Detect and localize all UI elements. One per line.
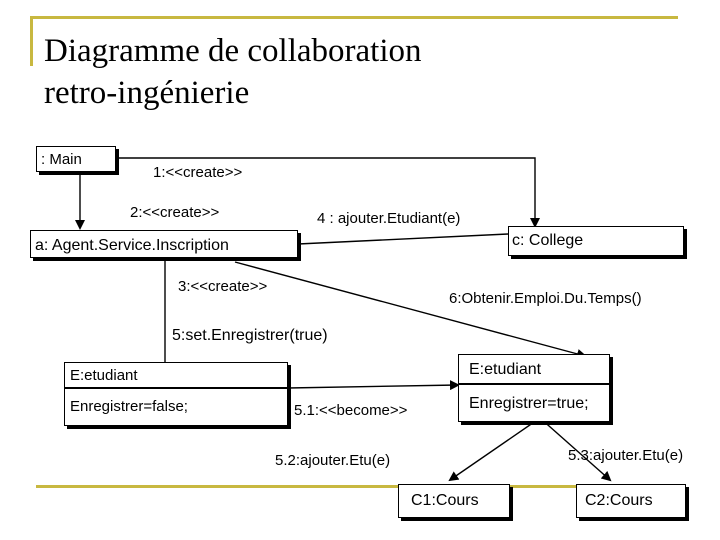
message-3-create: 3:<<create>> [178, 278, 268, 295]
message-2-create: 2:<<create>> [130, 204, 220, 221]
object-cours2: C2:Cours [576, 484, 686, 518]
link-become [287, 380, 460, 391]
object-etudiant-right-name: E:etudiant [469, 361, 542, 378]
object-cours1-label: C1:Cours [411, 492, 479, 509]
message-4-ajouter-etudiant: 4 : ajouter.Etudiant(e) [317, 210, 461, 227]
object-etudiant-left: E:etudiant [64, 362, 288, 388]
object-college: c: College [508, 226, 684, 256]
link-agent-college [297, 233, 509, 245]
frame-left-border [30, 16, 33, 66]
message-5-set-enregistrer: 5:set.Enregistrer(true) [172, 327, 328, 344]
object-main-label: : Main [41, 151, 82, 168]
frame-top-border [30, 16, 678, 19]
link-to-cours2 [539, 417, 612, 482]
object-etudiant-left-name: E:etudiant [70, 367, 138, 384]
link-college-etudiant-right [234, 261, 587, 359]
message-1-create: 1:<<create>> [153, 164, 243, 181]
title-line-1: Diagramme de collaboration [44, 33, 422, 69]
message-5-3-ajouter-etu: 5.3:ajouter.Etu(e) [568, 447, 684, 464]
object-etudiant-left-attr: Enregistrer=false; [70, 398, 188, 415]
object-agent-service-inscription: a: Agent.Service.Inscription [30, 230, 298, 258]
link-to-cours1 [448, 417, 541, 482]
object-cours2-label: C2:Cours [585, 492, 653, 509]
object-etudiant-right: E:etudiant [458, 354, 610, 384]
object-etudiant-right-attr: Enregistrer=true; [469, 395, 589, 412]
slide-title: Diagramme de collaboration retro-ingénie… [44, 30, 422, 114]
object-cours1: C1:Cours [398, 484, 510, 518]
message-5-2-ajouter-etu: 5.2:ajouter.Etu(e) [275, 452, 391, 469]
object-college-label: c: College [512, 232, 584, 249]
frame-bottom-border [36, 485, 684, 488]
object-etudiant-right-state: Enregistrer=true; [458, 384, 610, 422]
object-main: : Main [36, 146, 116, 172]
object-agent-label: a: Agent.Service.Inscription [35, 237, 229, 254]
message-5-1-become: 5.1:<<become>> [294, 402, 408, 419]
message-6-obtenir-emploi: 6:Obtenir.Emploi.Du.Temps() [449, 290, 642, 307]
object-etudiant-left-state: Enregistrer=false; [64, 388, 288, 426]
link-main-college [115, 157, 540, 228]
title-line-2: retro-ingénierie [44, 75, 250, 111]
